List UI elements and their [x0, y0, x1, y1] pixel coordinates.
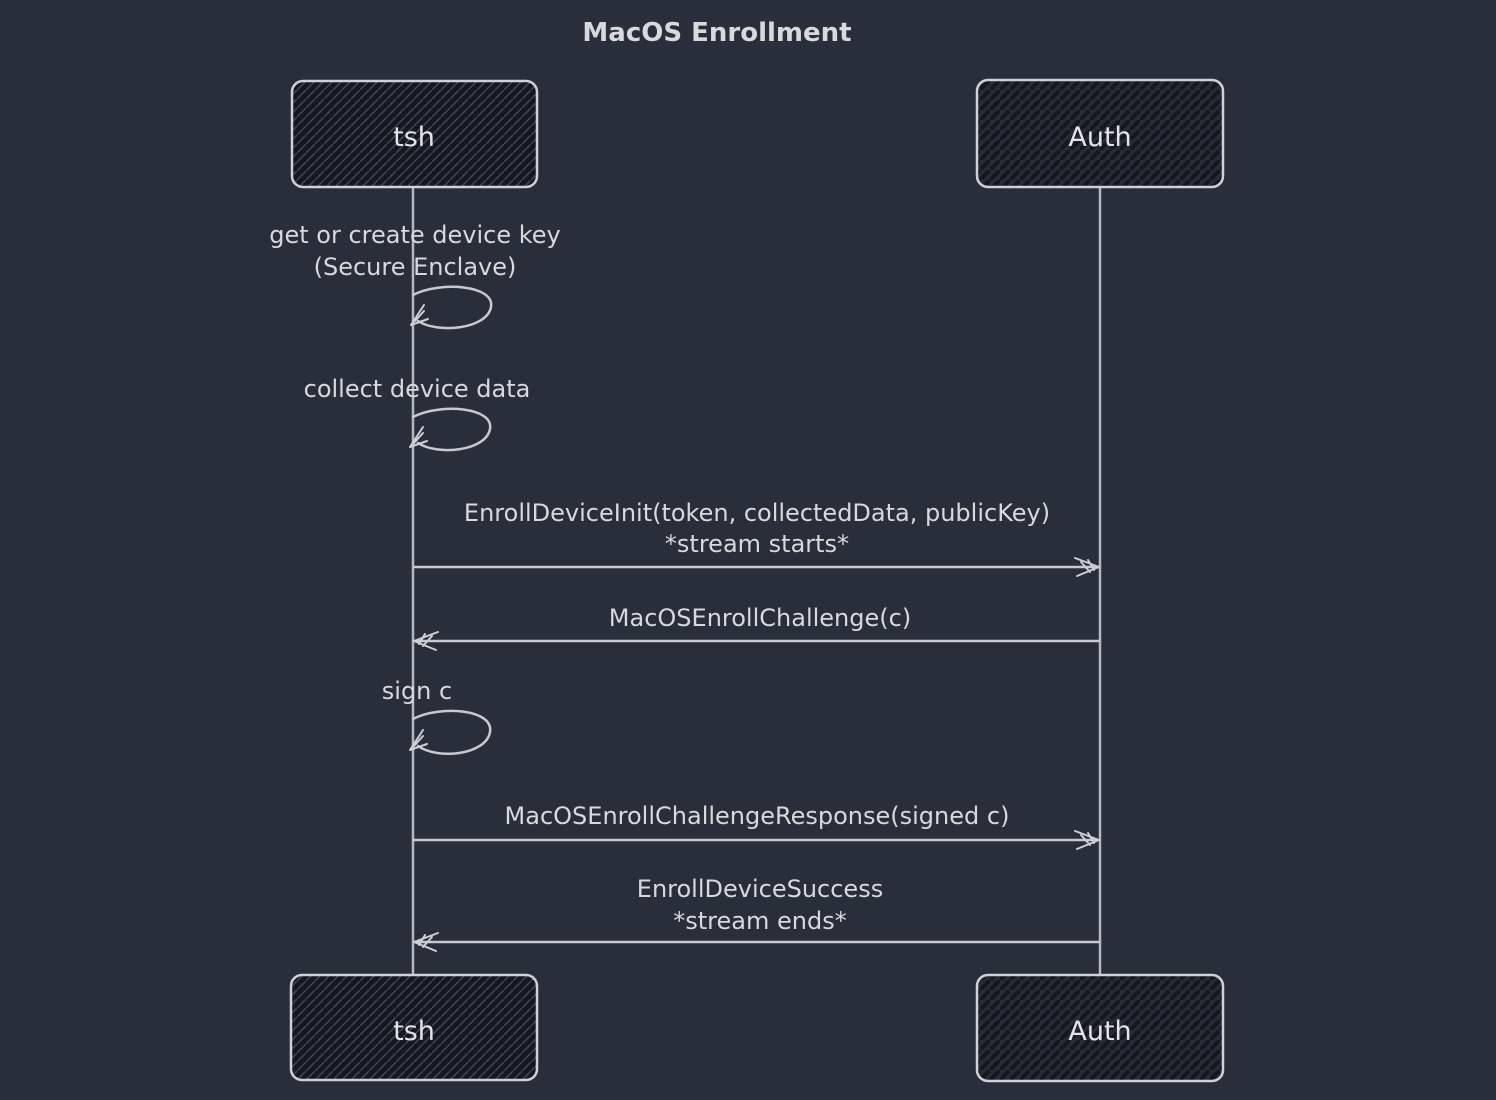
self-message-collect-data-line1: collect device data: [304, 375, 531, 403]
actor-label-tsh-bottom: tsh: [393, 1016, 435, 1047]
actor-bottom-tsh: tsh: [289, 973, 539, 1082]
actor-box-tsh-top: [290, 79, 539, 189]
message-enroll-device-init-line2: *stream starts*: [665, 530, 849, 558]
actor-top-tsh: tsh: [290, 79, 539, 189]
self-message-device-key: get or create device key (Secure Enclave…: [269, 221, 561, 330]
message-enroll-challenge-line1: MacOSEnrollChallenge(c): [609, 604, 911, 632]
self-loop-curve: [411, 709, 492, 755]
actor-top-auth: Auth: [975, 78, 1225, 189]
actor-box-auth-top: [975, 78, 1225, 189]
self-message-sign-c-line1: sign c: [382, 677, 452, 705]
actor-bottom-auth: Auth: [975, 973, 1225, 1083]
arrowhead-right-icon: [1074, 830, 1100, 850]
actor-label-auth-top: Auth: [1068, 122, 1131, 153]
message-challenge-response-line1: MacOSEnrollChallengeResponse(signed c): [505, 802, 1010, 830]
message-enroll-device-init: EnrollDeviceInit(token, collectedData, p…: [413, 499, 1100, 577]
self-loop-arrowhead-icon: [410, 304, 429, 326]
self-message-device-key-line1: get or create device key: [269, 221, 561, 249]
arrowhead-left-icon: [413, 631, 439, 651]
arrowhead-right-icon: [1074, 557, 1100, 577]
message-enroll-challenge: MacOSEnrollChallenge(c): [413, 604, 1100, 651]
diagram-title: MacOS Enrollment: [582, 18, 851, 48]
self-loop-curve: [411, 407, 492, 452]
self-message-sign-c: sign c: [382, 677, 492, 755]
self-loop-arrowhead-icon: [409, 426, 428, 448]
self-loop-arrowhead-icon: [409, 729, 428, 751]
actor-label-tsh-top: tsh: [393, 122, 435, 153]
message-enroll-success-line2: *stream ends*: [673, 907, 846, 935]
actor-box-tsh-bottom: [289, 973, 539, 1082]
self-message-collect-data: collect device data: [304, 375, 531, 452]
message-enroll-success-line1: EnrollDeviceSuccess: [637, 875, 883, 903]
message-enroll-device-init-line1: EnrollDeviceInit(token, collectedData, p…: [464, 499, 1050, 527]
message-challenge-response: MacOSEnrollChallengeResponse(signed c): [413, 802, 1100, 850]
message-enroll-success: EnrollDeviceSuccess *stream ends*: [413, 875, 1100, 952]
arrowhead-left-icon: [413, 932, 439, 952]
self-message-device-key-line2: (Secure Enclave): [314, 253, 517, 281]
actor-label-auth-bottom: Auth: [1068, 1016, 1131, 1047]
self-loop-curve: [411, 285, 493, 330]
actor-box-auth-bottom: [975, 973, 1225, 1083]
